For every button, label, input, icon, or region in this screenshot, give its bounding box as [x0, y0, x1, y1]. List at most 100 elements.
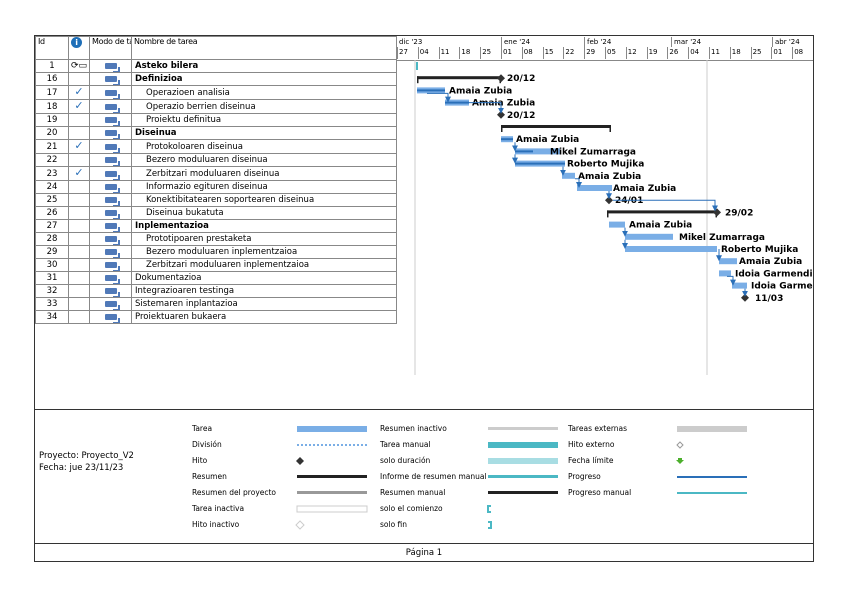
auto-scheduled-icon	[104, 103, 120, 113]
cell-mode	[89, 153, 132, 167]
legend-label: Tareas externas	[568, 424, 628, 433]
page-footer: Página 1	[35, 543, 813, 563]
resource-label: Mikel Zumarraga	[550, 147, 636, 157]
header-task-name: Nombre de tarea	[131, 36, 397, 60]
cell-id: 19	[35, 113, 69, 127]
task-bar-22-progress	[515, 150, 533, 153]
resource-label: Idoia Garmendia	[735, 269, 813, 279]
summary-bar-diseinua-start	[501, 125, 503, 132]
cell-indicator	[68, 72, 90, 86]
cell-id: 21	[35, 139, 69, 154]
auto-scheduled-icon	[104, 170, 120, 180]
legend-label: Resumen inactivo	[380, 424, 447, 433]
cell-id: 26	[35, 206, 69, 220]
cell-id: 20	[35, 126, 69, 140]
cell-indicator: ✓	[68, 139, 90, 154]
dependency-arrow	[613, 199, 718, 212]
cell-id: 18	[35, 99, 69, 114]
task-bar-17-progress	[417, 89, 445, 92]
cell-mode	[89, 85, 132, 100]
dependency-arrow	[575, 178, 582, 188]
resource-label: Amaia Zubia	[629, 221, 692, 231]
auto-scheduled-icon	[104, 236, 120, 245]
legend-manual-summary-rollup-symbol	[488, 475, 558, 478]
cell-task-name: Sistemaren inplantazioa	[131, 297, 397, 311]
cell-id: 17	[35, 85, 69, 100]
resource-label: Amaia Zubia	[472, 99, 535, 109]
auto-scheduled-icon	[104, 288, 120, 297]
table-row[interactable]: 21✓Protokoloaren diseinua	[35, 139, 397, 154]
day-separator	[521, 47, 523, 59]
timescale-month: ene '24	[504, 38, 531, 46]
cell-task-name: Prototipoaren prestaketa	[131, 232, 397, 246]
resource-label: Idoia Garmendia	[751, 282, 813, 292]
timescale-day: 04	[690, 48, 700, 56]
task-bar-32	[719, 270, 731, 277]
table-row[interactable]: 17✓Operazioen analisia	[35, 85, 397, 100]
cell-indicator	[68, 271, 90, 285]
day-separator	[584, 47, 586, 59]
cell-task-name: Proiektu definitua	[131, 113, 397, 127]
milestone-label: 24/01	[615, 196, 643, 206]
legend-label: Tarea manual	[380, 440, 431, 449]
timescale-month: abr '24	[775, 38, 800, 46]
legend-label: Informe de resumen manual	[380, 472, 487, 481]
cell-id: 1	[35, 59, 69, 73]
legend-label: solo fin	[380, 520, 408, 529]
table-row[interactable]: 18✓Operazio berrien diseinua	[35, 99, 397, 114]
gantt-bar-recurring	[416, 62, 418, 70]
cell-task-name: Definizioa	[131, 72, 397, 86]
summary-bar-diseinua	[501, 125, 611, 128]
resource-label: Amaia Zubia	[613, 184, 676, 194]
auto-scheduled-icon	[104, 89, 120, 99]
legend-milestone-symbol	[296, 457, 304, 465]
summary-bar-inplementazioa-start	[607, 210, 609, 218]
legend-label: solo el comienzo	[380, 504, 443, 513]
check-icon: ✓	[74, 139, 84, 152]
timescale-day: 05	[607, 48, 616, 56]
auto-scheduled-icon	[104, 157, 120, 166]
timescale-day: 19	[648, 48, 658, 56]
auto-scheduled-icon	[104, 63, 120, 72]
cell-mode	[89, 59, 132, 73]
day-separator	[771, 47, 773, 59]
month-separator	[584, 37, 585, 47]
check-icon: ✓	[74, 99, 84, 112]
legend-label: Hito	[192, 456, 208, 465]
timescale-day: 01	[503, 48, 512, 56]
milestone-19	[497, 110, 505, 119]
cell-id: 29	[35, 245, 69, 259]
cell-mode	[89, 232, 132, 246]
table-row[interactable]: 1⟳▭Asteko bilera	[35, 59, 397, 73]
milestone-16	[497, 74, 505, 83]
day-separator	[605, 47, 606, 59]
table-row[interactable]: 19 Proiektu definitua	[35, 113, 397, 127]
table-row[interactable]: 23✓Zerbitzari moduluaren diseinua	[35, 166, 397, 181]
cell-task-name: Integrazioaren testinga	[131, 284, 397, 298]
cell-indicator: ✓	[68, 99, 90, 114]
cell-task-name: Bezero moduluaren diseinua	[131, 153, 397, 167]
dependency-arrow	[427, 92, 451, 103]
resource-label: Roberto Mujika	[721, 245, 798, 255]
day-separator	[542, 47, 544, 59]
cell-indicator	[68, 245, 90, 259]
cell-task-name: Asteko bilera	[131, 59, 397, 73]
header-task-mode: Modo de tarea	[89, 36, 132, 60]
check-icon: ✓	[74, 85, 84, 98]
resource-label: Amaia Zubia	[739, 257, 802, 267]
